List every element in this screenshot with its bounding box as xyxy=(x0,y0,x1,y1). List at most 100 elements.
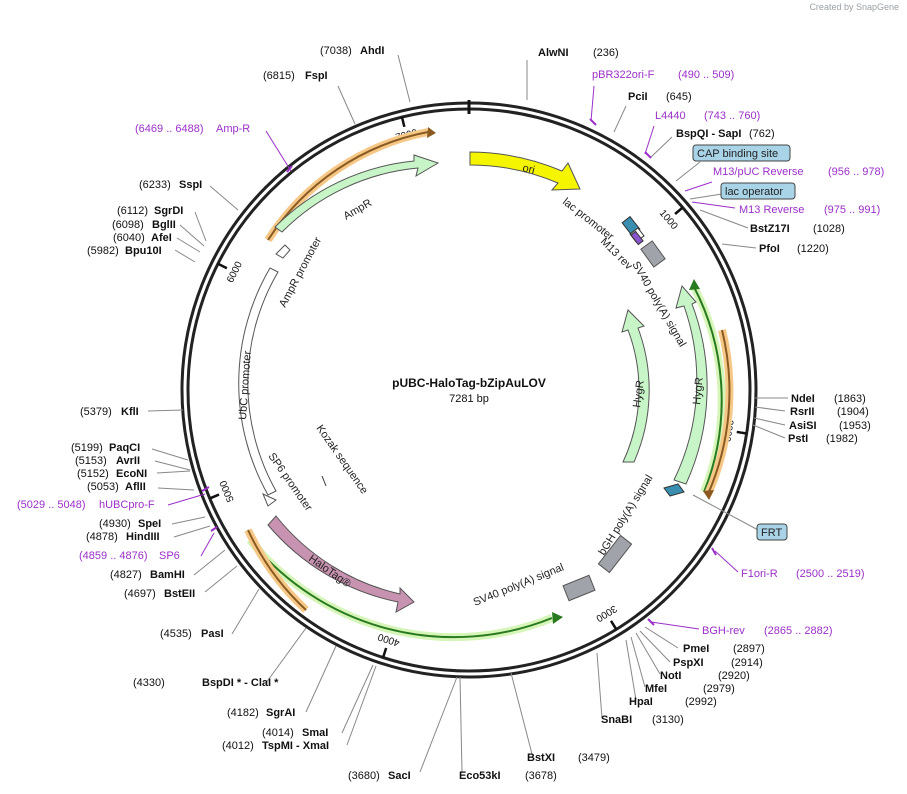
sp6-arrow xyxy=(262,493,277,507)
tick-label: 5000 xyxy=(218,478,237,503)
site-name-2[interactable]: PciI xyxy=(628,91,648,103)
site-name-left-21[interactable]: SgrAI xyxy=(266,707,295,719)
site-name-left-14[interactable]: SpeI xyxy=(138,518,161,530)
primer-position-6: (956 .. 978) xyxy=(828,166,884,178)
primer-name-left-16[interactable]: SP6 xyxy=(159,550,180,562)
site-position-21: (2979) xyxy=(703,683,735,695)
site-name-left-22[interactable]: SmaI xyxy=(302,727,328,739)
plasmid-size: 7281 bp xyxy=(449,393,489,405)
site-name-left-10[interactable]: AvrII xyxy=(116,455,140,467)
backbone-outer-ring xyxy=(180,101,758,679)
primer-name-left-13[interactable]: hUBCpro-F xyxy=(99,499,155,511)
site-name-13[interactable]: AsiSI xyxy=(789,420,817,432)
sv40-polya-top-feature[interactable] xyxy=(640,240,666,268)
site-name-23[interactable]: SnaBI xyxy=(601,714,632,726)
callout-lac-operator[interactable]: lac operator xyxy=(720,182,796,200)
amp-r-feature[interactable] xyxy=(274,154,440,233)
site-position-left-5: (6098) xyxy=(112,219,144,231)
callout-frt[interactable]: FRT xyxy=(756,523,788,541)
site-position-20: (2920) xyxy=(718,670,750,682)
hygr-feature-inner[interactable] xyxy=(621,309,650,463)
svg-text:FRT: FRT xyxy=(761,527,782,539)
site-name-left-19[interactable]: PasI xyxy=(201,628,224,640)
site-name-12[interactable]: RsrII xyxy=(790,406,814,418)
site-position-left-0: (7038) xyxy=(320,45,352,57)
site-position-2: (645) xyxy=(666,91,692,103)
site-name-left-23[interactable]: TspMI - XmaI xyxy=(262,740,329,752)
site-name-20[interactable]: NotI xyxy=(660,670,681,682)
primer-position-1: (490 .. 509) xyxy=(678,69,734,81)
site-name-left-3[interactable]: SspI xyxy=(179,179,202,191)
primer-position-3: (743 .. 760) xyxy=(704,110,760,122)
site-name-left-6[interactable]: AfeI xyxy=(151,232,172,244)
bgh-polya-feature[interactable] xyxy=(597,534,633,574)
site-name-4[interactable]: BspQI - SapI xyxy=(676,128,741,140)
site-name-14[interactable]: PstI xyxy=(788,433,808,445)
primer-position-left-16: (4859 .. 4876) xyxy=(79,550,148,562)
site-position-25: (3678) xyxy=(525,770,557,782)
site-name-21[interactable]: MfeI xyxy=(645,683,667,695)
site-name-left-7[interactable]: Bpu10I xyxy=(125,245,162,257)
primer-name-1[interactable]: pBR322ori-F xyxy=(592,69,655,81)
primer-markers xyxy=(201,118,717,626)
primer-name-8[interactable]: M13 Reverse xyxy=(739,204,804,216)
primer-name-left-2[interactable]: Amp-R xyxy=(216,123,250,135)
site-name-11[interactable]: NdeI xyxy=(791,393,815,405)
site-position-left-21: (4182) xyxy=(227,707,259,719)
tick-label: 3000 xyxy=(593,603,618,624)
site-name-left-11[interactable]: EcoNI xyxy=(116,468,147,480)
hygr-inner-label: HygR xyxy=(631,379,647,408)
primer-position-left-2: (6469 .. 6488) xyxy=(135,123,204,135)
site-position-left-23: (4012) xyxy=(222,740,254,752)
primer-name-6[interactable]: M13/pUC Reverse xyxy=(713,166,803,178)
primer-name-17[interactable]: BGH-rev xyxy=(702,625,745,637)
site-position-left-9: (5199) xyxy=(71,442,103,454)
site-position-left-7: (5982) xyxy=(87,245,119,257)
site-name-left-5[interactable]: BglII xyxy=(152,219,176,231)
site-position-11: (1863) xyxy=(834,393,866,405)
site-name-24[interactable]: BstXI xyxy=(527,752,555,764)
sv40-polya-bottom-feature[interactable] xyxy=(562,574,596,602)
site-name-left-12[interactable]: AflII xyxy=(125,481,146,493)
site-name-left-9[interactable]: PaqCI xyxy=(109,442,140,454)
primer-name-16[interactable]: F1ori-R xyxy=(741,568,778,580)
site-name-left-0[interactable]: AhdI xyxy=(360,45,384,57)
tick-mark xyxy=(217,262,228,270)
orf-line-right xyxy=(693,286,723,493)
amp-r-arrowhead xyxy=(427,127,436,138)
site-name-left-24[interactable]: SacI xyxy=(388,770,411,782)
site-name-left-17[interactable]: BamHI xyxy=(150,569,185,581)
frt-feature[interactable] xyxy=(663,483,685,497)
site-name-0[interactable]: AlwNI xyxy=(538,47,569,59)
site-position-left-8: (5379) xyxy=(80,406,112,418)
site-position-left-6: (6040) xyxy=(113,232,145,244)
site-name-18[interactable]: PmeI xyxy=(683,643,709,655)
site-name-9[interactable]: BstZ17I xyxy=(750,223,790,235)
ubc-promoter-feature[interactable] xyxy=(238,267,279,496)
site-name-left-20[interactable]: BspDI * - ClaI * xyxy=(202,677,279,689)
kozak-marker xyxy=(321,475,327,487)
site-name-left-4[interactable]: SgrDI xyxy=(154,205,183,217)
site-name-22[interactable]: HpaI xyxy=(629,696,653,708)
primer-name-3[interactable]: L4440 xyxy=(655,110,686,122)
halotag-feature[interactable] xyxy=(267,515,415,613)
right-site-labels: AlwNI(236)pBR322ori-F(490 .. 509)PciI(64… xyxy=(459,47,884,782)
site-name-19[interactable]: PspXI xyxy=(673,657,704,669)
m13-rev-label: M13 rev xyxy=(598,236,635,273)
site-position-22: (2992) xyxy=(685,696,717,708)
ori-feature[interactable] xyxy=(469,151,581,191)
site-name-left-1[interactable]: FspI xyxy=(305,70,328,82)
tick-label: 6000 xyxy=(225,260,245,285)
primer-line-bottom xyxy=(247,529,307,611)
primer-line-right xyxy=(707,329,731,495)
site-name-25[interactable]: Eco53kI xyxy=(459,770,501,782)
site-name-left-18[interactable]: BstEII xyxy=(164,588,195,600)
site-name-10[interactable]: PfoI xyxy=(759,243,780,255)
callout-cap-binding-site[interactable]: CAP binding site xyxy=(692,144,791,162)
amp-r-promoter-feature[interactable] xyxy=(275,244,291,259)
hygr-feature-outer[interactable] xyxy=(673,284,708,485)
m13-rev-feature[interactable] xyxy=(630,230,644,246)
site-name-left-8[interactable]: KflI xyxy=(121,406,139,418)
site-name-left-15[interactable]: HindIII xyxy=(126,531,160,543)
